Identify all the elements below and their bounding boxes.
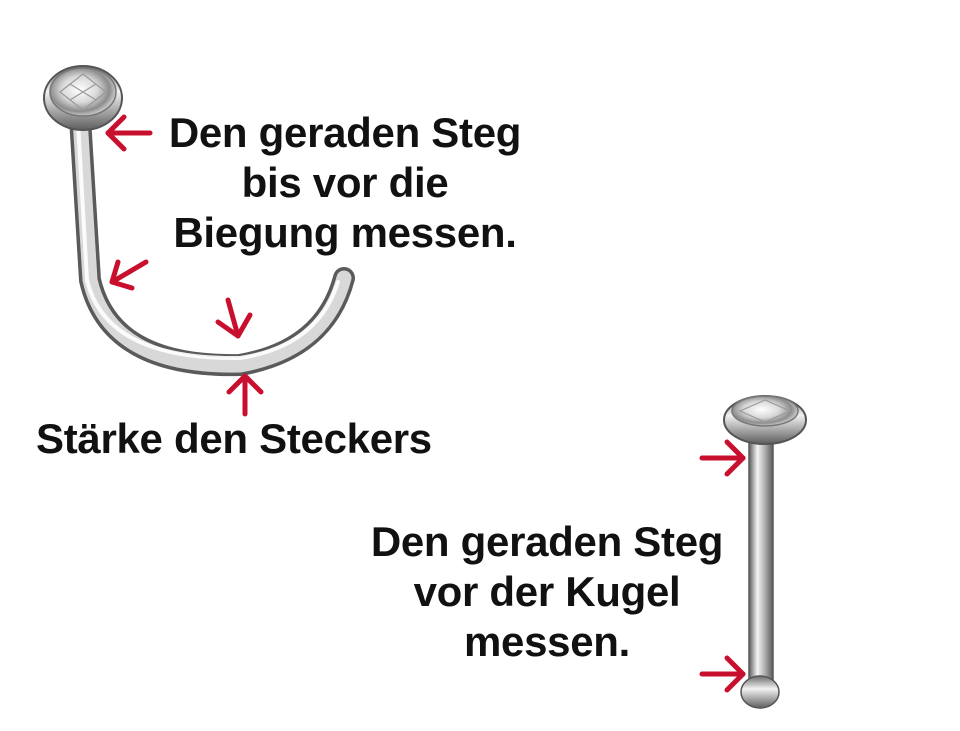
label-line: vor der Kugel [413,568,681,615]
arrow-outer-curve-icon [226,373,264,417]
arrow-pin-bottom-icon [699,655,746,693]
arrow-stem-top-icon [105,114,153,152]
straight-crystal [731,395,799,427]
label-line: messen. [463,618,630,665]
nose-screw-curved [43,65,355,377]
arrow-inner-curve-icon [215,297,253,339]
label-straight-stem-to-ball: Den geraden Steg vor der Kugel messen. [352,517,742,667]
label-line: Biegung messen. [173,209,517,256]
curved-wire-highlight [76,120,340,361]
label-line: Den geraden Steg [168,109,522,156]
pin-end-ball [740,675,780,709]
label-wire-thickness: Stärke den Steckers [36,414,432,464]
label-line: bis vor die [241,159,449,206]
label-line: Den geraden Steg [370,518,724,565]
label-line: Stärke den Steckers [36,415,432,462]
nose-stud-straight [723,395,807,709]
measurement-arrows [105,114,746,693]
arrow-pin-top-icon [699,439,746,477]
arrow-bend-icon [109,259,149,291]
straight-pin [748,427,774,691]
label-straight-stem-to-bend: Den geraden Steg bis vor die Biegung mes… [150,108,540,258]
